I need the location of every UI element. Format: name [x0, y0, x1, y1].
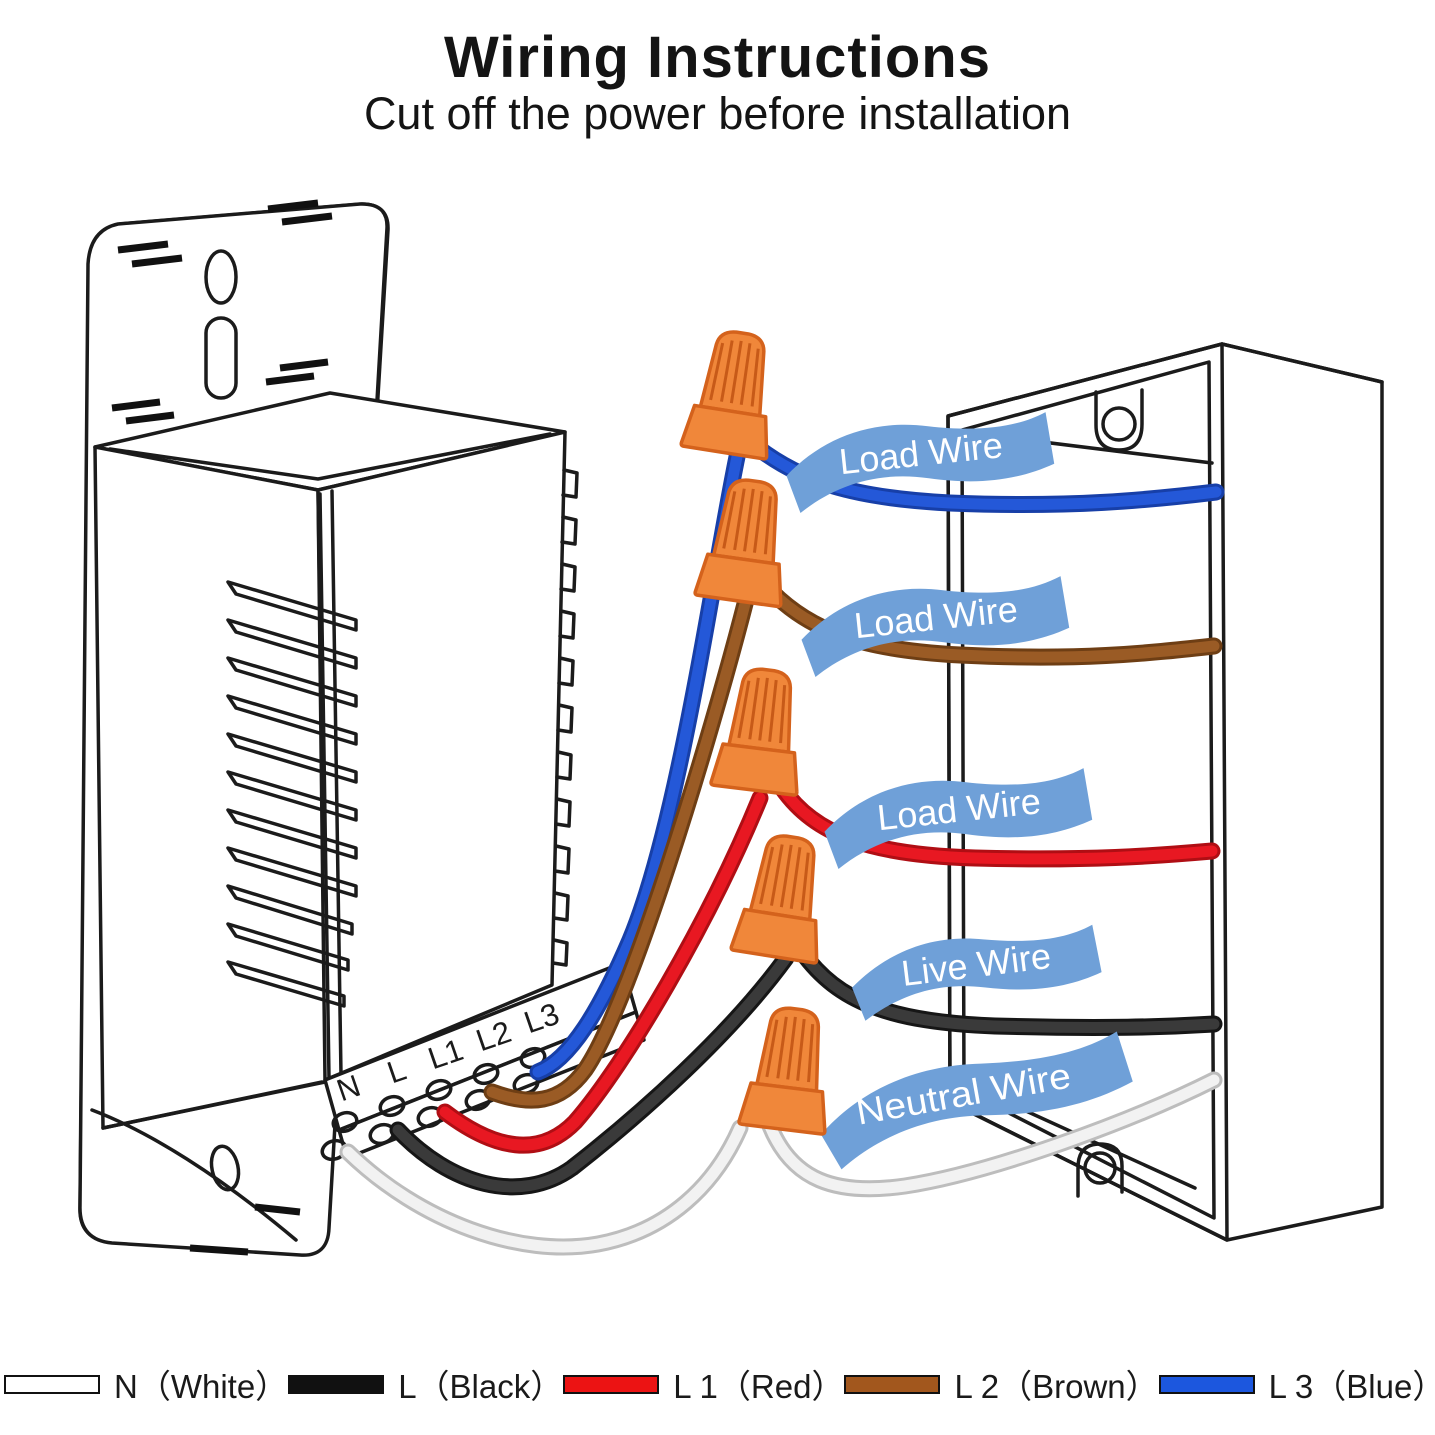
box-bottom-screw-tab [1076, 1142, 1124, 1198]
wire-nuts [679, 330, 827, 1136]
legend-swatch-blue [1158, 1374, 1255, 1394]
legend-label-l3: L 3（Blue） [1268, 1368, 1435, 1405]
legend-label-l2: L 2（Brown） [954, 1368, 1159, 1405]
plate-hatch-marks [111, 199, 333, 425]
banner-load-wire-3: Load Wire [824, 768, 1093, 870]
box-bottom-screw-hole [1083, 1151, 1117, 1185]
wire-red [436, 779, 1221, 1154]
legend-item-l2: L 2（Brown） [844, 1360, 1159, 1408]
bottom-plate-slot [209, 1144, 241, 1192]
plate-screw-slot [204, 316, 238, 400]
device-left-face [93, 445, 329, 1130]
device-right-face [316, 430, 567, 1082]
wire-nut-2 [693, 478, 783, 609]
wire-black [389, 943, 1223, 1196]
legend-swatch-red [563, 1374, 660, 1394]
junction-box [946, 342, 1384, 1242]
legend-swatch-brown [844, 1374, 941, 1394]
legend-item-l1: L 1（Red） [563, 1360, 844, 1408]
page-title: Wiring Instructions [444, 25, 991, 90]
box-top-screw-tab [1094, 388, 1144, 452]
legend-label-l1: L 1（Red） [673, 1368, 845, 1405]
legend-item-l3: L 3（Blue） [1158, 1360, 1435, 1408]
legend-label-l: L（Black） [398, 1368, 564, 1405]
vent-notches [551, 468, 579, 967]
wire-nut-1 [679, 330, 769, 461]
heat-sink-fins [226, 580, 358, 1008]
switch-device: N L L1 L2 L3 [78, 199, 646, 1257]
wire-nut-3 [709, 667, 799, 797]
wire-white [339, 1071, 1223, 1256]
wire-nut-4 [729, 834, 819, 965]
box-top-screw-hole [1101, 406, 1137, 442]
plate-screw-hole [204, 249, 238, 305]
banner-live-wire: Live Wire [852, 924, 1102, 1021]
banner-load-wire-1: Load Wire [786, 412, 1055, 514]
legend-swatch-black [288, 1374, 385, 1394]
bottom-plate-details [90, 1080, 324, 1256]
legend-label-n: N（White） [114, 1368, 289, 1405]
legend-swatch-white [4, 1374, 100, 1394]
page-subtitle: Cut off the power before installation [363, 88, 1072, 139]
legend-item-n: N（White） [4, 1360, 288, 1408]
wire-nut-5 [737, 1006, 827, 1136]
legend-item-l: L（Black） [288, 1360, 563, 1408]
banner-load-wire-2: Load Wire [801, 576, 1070, 678]
wire-color-legend: N（White） L（Black） L 1（Red） L 2（Brown） L … [0, 1360, 1435, 1408]
wire-brown [483, 583, 1223, 1109]
